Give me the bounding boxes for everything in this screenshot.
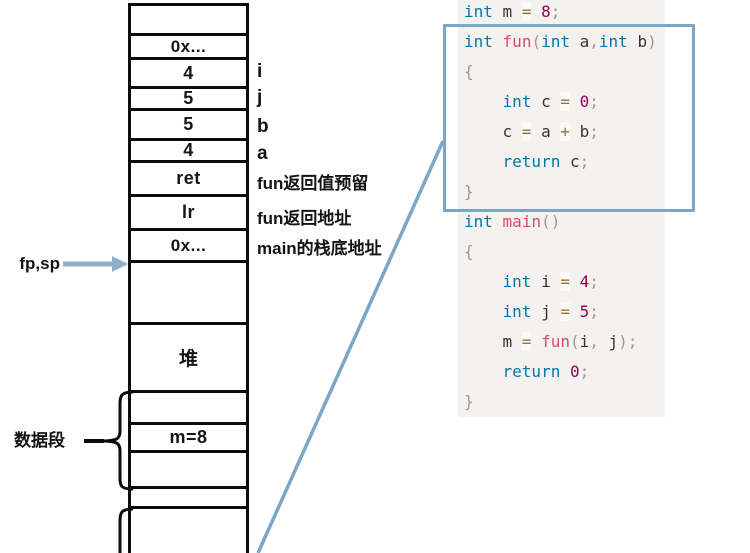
stack-cell-i: 4 [183, 62, 194, 83]
code-line: int i = 4; [502, 272, 599, 291]
stack-cell-heap: 堆 [178, 349, 198, 370]
code-line: return 0; [502, 362, 590, 381]
code-line: int fun(int a,int b) [464, 32, 657, 51]
label-fun-retval: fun返回值预留 [257, 173, 369, 193]
cell-divider [131, 228, 246, 231]
cell-divider [131, 260, 246, 263]
fun-highlight-box [443, 24, 695, 212]
code-line: { [464, 242, 474, 261]
fp-sp-arrow-icon [63, 256, 128, 272]
code-line: } [464, 392, 474, 411]
cell-divider [131, 506, 246, 509]
cell-divider [131, 450, 246, 453]
cell-divider [131, 160, 246, 163]
label-var-j: j [257, 87, 263, 108]
label-var-i: i [257, 61, 263, 82]
stack-cell-a: 4 [183, 140, 194, 160]
code-block: int m = 8; int fun(int a,int b) { int c = … [458, 0, 665, 417]
code-line: int m = 8; [464, 2, 561, 21]
stack-cell-m8: m=8 [169, 427, 208, 447]
code-lines: int m = 8; int fun(int a,int b) { int c = … [458, 0, 665, 417]
stack-cell-j: 5 [183, 88, 194, 108]
cell-divider [131, 322, 246, 325]
code-line: { [464, 62, 474, 81]
cell-divider [131, 108, 246, 111]
cell-divider [131, 390, 246, 393]
memory-stack: 0x... 4 5 5 4 ret lr 0x... 堆 m=8 [128, 3, 249, 553]
stack-cell-ret: ret [176, 168, 201, 188]
cell-divider [131, 57, 246, 60]
fp-sp-label: fp,sp [19, 254, 60, 273]
label-var-b: b [257, 116, 269, 137]
code-line: int c = 0; [502, 92, 599, 111]
code-line: m = fun(i, j); [464, 332, 638, 351]
cell-divider [131, 486, 246, 489]
stack-cell-lr: lr [181, 202, 195, 222]
code-line: int main() [464, 212, 561, 231]
stack-cell-return-addr: 0x... [170, 36, 207, 56]
cell-divider [131, 138, 246, 141]
data-segment-label: 数据段 [14, 430, 65, 450]
stack-cell-main-base: 0x... [170, 235, 207, 255]
code-line: return c; [502, 152, 590, 171]
label-fun-retaddr: fun返回地址 [257, 208, 352, 228]
cell-divider [131, 33, 246, 36]
stack-cell-b: 5 [183, 114, 194, 134]
code-line: } [464, 182, 474, 201]
cell-divider [131, 194, 246, 197]
code-line: int j = 5; [502, 302, 599, 321]
code-line: c = a + b; [464, 122, 599, 141]
cell-divider [131, 86, 246, 89]
label-main-base: main的栈底地址 [257, 238, 382, 258]
label-var-a: a [257, 143, 268, 164]
cell-divider [131, 422, 246, 425]
